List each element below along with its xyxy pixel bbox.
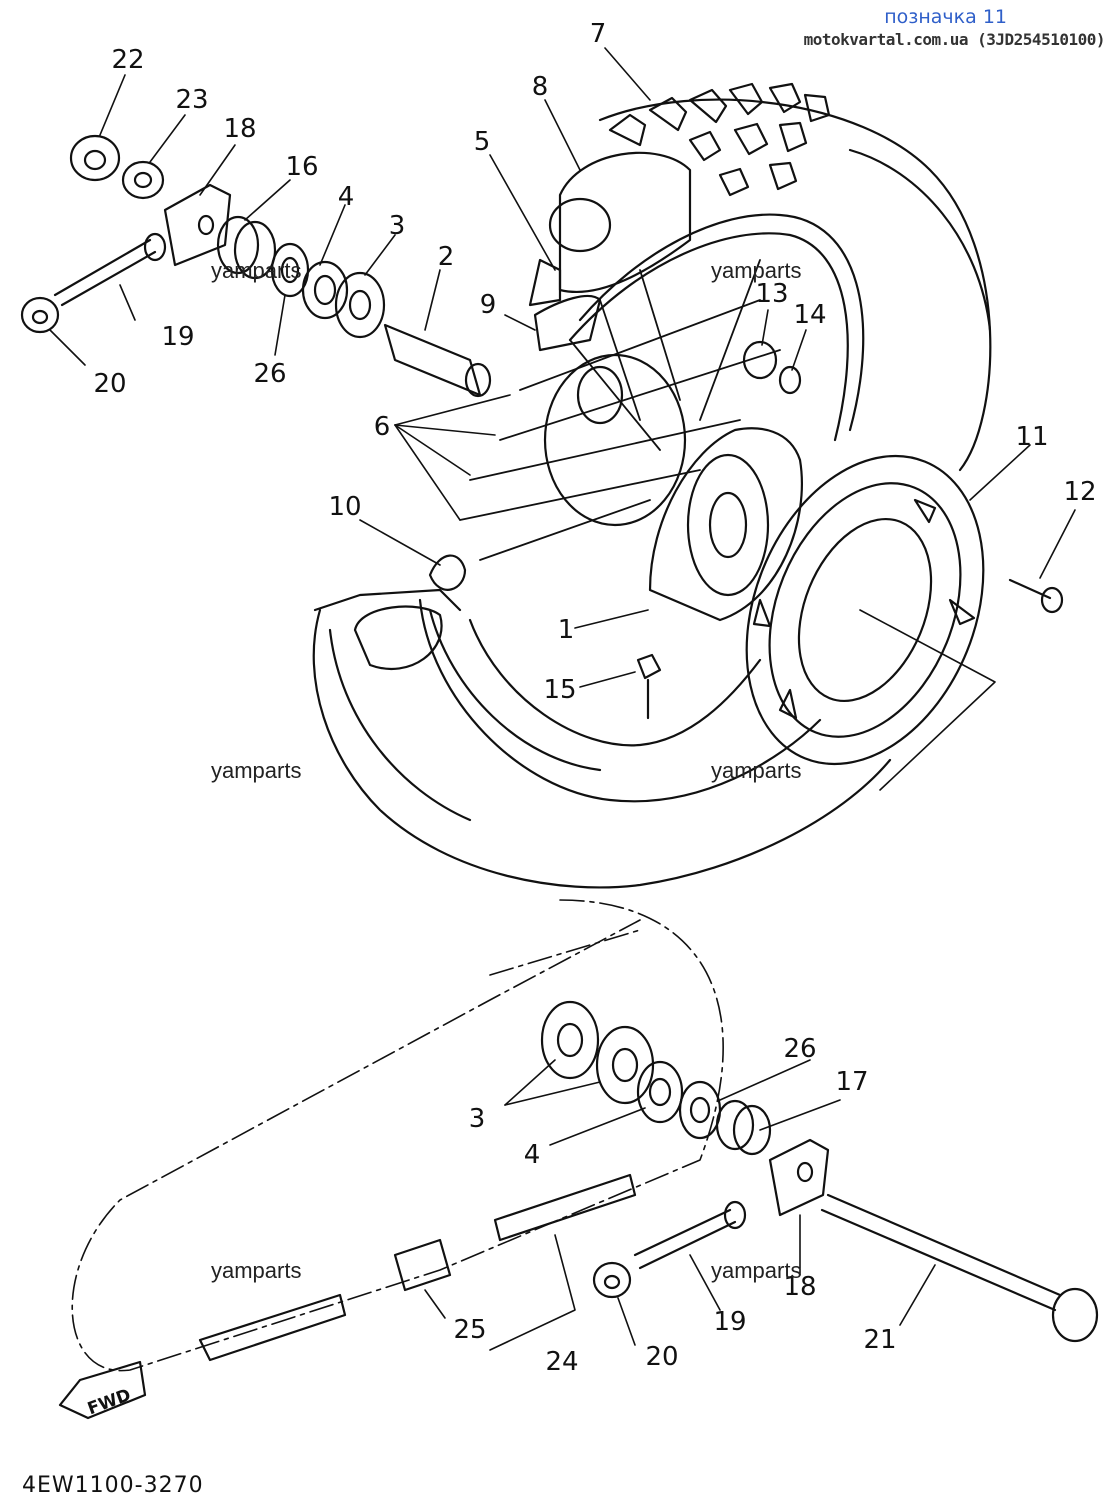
- callout-18: 18: [223, 114, 256, 144]
- fwd-label: FWD: [85, 1385, 134, 1419]
- spacer-4: [301, 260, 349, 320]
- rim: [468, 213, 865, 747]
- callout-numbers: 22 23 18 16 4 3 2 19 20 26 7 8 5 9 6 10 …: [93, 19, 1096, 1377]
- spacer-2: [383, 323, 492, 398]
- callout-20: 20: [93, 369, 126, 399]
- nut-20-lower: [592, 1261, 632, 1299]
- spokes: [459, 259, 781, 561]
- chain-puller-18: [163, 183, 232, 267]
- callout-8: 8: [532, 72, 549, 102]
- axle-nut-22: [69, 134, 121, 182]
- watermark: yamparts: [711, 1258, 801, 1283]
- watermark: yamparts: [711, 758, 801, 783]
- callout-3: 3: [389, 211, 406, 241]
- callout-20-lower: 20: [645, 1342, 678, 1372]
- callout-22: 22: [111, 45, 144, 75]
- diagram-title: позначка 11: [884, 6, 1007, 28]
- callout-5: 5: [474, 127, 491, 157]
- callout-7: 7: [590, 19, 607, 49]
- bearing-3-lower: [540, 1000, 655, 1105]
- watermark: yamparts: [711, 258, 801, 283]
- disc-cover: [353, 554, 467, 671]
- callout-19: 19: [161, 322, 194, 352]
- fwd-arrow-icon: [58, 1360, 147, 1420]
- callout-6: 6: [374, 412, 391, 442]
- callout-3-lower: 3: [469, 1104, 486, 1134]
- callout-12: 12: [1063, 477, 1096, 507]
- valve-nut: [636, 653, 662, 720]
- callout-9: 9: [480, 290, 497, 320]
- callout-24: 24: [545, 1347, 578, 1377]
- inner-tube: [528, 151, 692, 307]
- callout-16: 16: [285, 152, 318, 182]
- collar-17: [715, 1099, 772, 1156]
- watermark: yamparts: [211, 258, 301, 283]
- callout-21: 21: [863, 1325, 896, 1355]
- adjusting-bolt-19-lower: [633, 1200, 747, 1270]
- spacer-4-lower: [636, 1060, 684, 1124]
- master-link-25: [393, 1238, 452, 1292]
- callout-17: 17: [835, 1067, 868, 1097]
- watermark: yamparts: [211, 758, 301, 783]
- sprocket-bolt: [1008, 578, 1064, 614]
- callout-2: 2: [438, 242, 455, 272]
- chain-24: [198, 1173, 637, 1362]
- oil-seal-26-lower: [678, 1080, 722, 1140]
- callout-4: 4: [338, 182, 355, 212]
- oil-seal-26: [270, 242, 310, 298]
- hub: [543, 353, 803, 622]
- adjusting-bolt-19: [53, 232, 167, 307]
- callout-4-lower: 4: [524, 1140, 541, 1170]
- callout-26-lower: 26: [783, 1034, 816, 1064]
- callout-19-lower: 19: [713, 1307, 746, 1337]
- chain-path: [71, 899, 724, 1372]
- source-reference: motokvartal.com.ua (3JD254510100): [803, 30, 1106, 49]
- callout-26: 26: [253, 359, 286, 389]
- sprocket-washer: [778, 365, 802, 395]
- chain-puller-18-lower: [768, 1138, 830, 1217]
- callout-23: 23: [175, 85, 208, 115]
- nut-20: [20, 296, 60, 334]
- callout-25: 25: [453, 1315, 486, 1345]
- figure-code: 4EW1100-3270: [22, 1473, 204, 1498]
- watermark: yamparts: [211, 1258, 301, 1283]
- callout-13: 13: [755, 279, 788, 309]
- callout-14: 14: [793, 300, 826, 330]
- callout-15: 15: [543, 675, 576, 705]
- washer-23: [121, 160, 165, 200]
- axle-21: [820, 1193, 1099, 1343]
- chain-path-inner: [489, 929, 641, 976]
- sprocket-nut: [742, 340, 778, 380]
- watermarks: yamparts yamparts yamparts yamparts yamp…: [211, 258, 801, 1283]
- rim-band: [533, 295, 602, 352]
- leader-lines: [49, 47, 1076, 1351]
- callout-11: 11: [1015, 422, 1048, 452]
- callout-1: 1: [558, 615, 575, 645]
- bearing-3: [334, 271, 386, 339]
- callout-18-lower: 18: [783, 1272, 816, 1302]
- tire: [312, 82, 992, 889]
- sprocket: [745, 454, 985, 766]
- callout-10: 10: [328, 492, 361, 522]
- collar-16: [216, 215, 277, 280]
